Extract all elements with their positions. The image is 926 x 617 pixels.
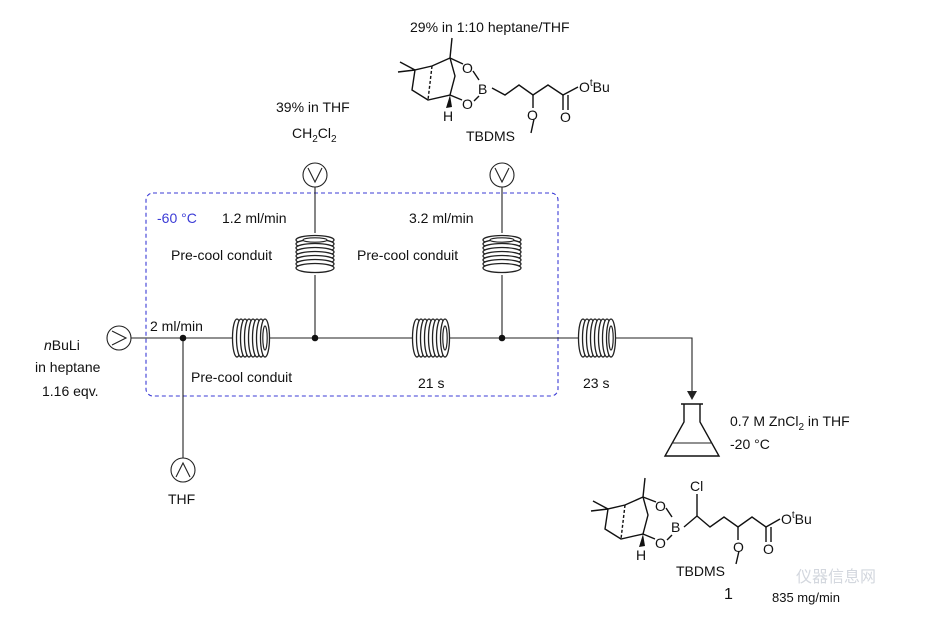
boronate-ester-structure: O O B H O O OtBu TBDMS (397, 37, 610, 144)
boronate-concentration: 29% in 1:10 heptane/THF (410, 19, 570, 35)
svg-text:TBDMS: TBDMS (466, 128, 515, 144)
svg-text:O: O (527, 107, 538, 123)
svg-text:O: O (655, 498, 666, 514)
svg-text:H: H (636, 547, 646, 563)
svg-text:O: O (560, 109, 571, 125)
nbuli-flow-rate: 2 ml/min (150, 318, 203, 334)
residence-coil-1 (411, 318, 451, 358)
product-structure: O O B H Cl O O OtBu TBDMS (590, 477, 812, 579)
ch2cl2-flow-rate: 1.2 ml/min (222, 210, 287, 226)
svg-text:1.16 eqv.: 1.16 eqv. (42, 383, 99, 399)
svg-text:B: B (478, 81, 487, 97)
ch2cl2-concentration: 39% in THF (276, 99, 350, 115)
svg-text:O: O (733, 539, 744, 555)
svg-text:O: O (462, 96, 473, 112)
residence-time-2: 23 s (583, 375, 609, 391)
boronate-flow-rate: 3.2 ml/min (409, 210, 474, 226)
precool-coil-2-label: Pre-cool conduit (171, 247, 272, 263)
ch2cl2-formula: CH2Cl2 (292, 125, 337, 145)
boronate-pump (489, 162, 515, 188)
thf-label: THF (168, 491, 195, 507)
precool-coil-1-label: Pre-cool conduit (191, 369, 292, 385)
product-number: 1 (724, 586, 733, 603)
residence-time-1: 21 s (418, 375, 444, 391)
cooling-zone-box (145, 192, 559, 397)
svg-text:OtBu: OtBu (781, 510, 812, 527)
mixing-junction-2 (311, 334, 319, 342)
precool-coil-1 (231, 318, 271, 358)
precool-coil-2 (295, 234, 335, 274)
svg-text:O: O (655, 535, 666, 551)
ch2cl2-pump (302, 162, 328, 188)
thf-pump (170, 457, 196, 483)
flow-arrowhead (687, 391, 697, 400)
svg-text:B: B (671, 519, 680, 535)
quench-reagent: 0.7 M ZnCl2 in THF (730, 413, 850, 433)
svg-text:H: H (443, 108, 453, 124)
svg-text:in heptane: in heptane (35, 359, 101, 375)
svg-text:O: O (763, 541, 774, 557)
svg-text:nBuLi: nBuLi (44, 337, 80, 353)
svg-text:TBDMS: TBDMS (676, 563, 725, 579)
cooling-zone-temperature: -60 °C (157, 210, 197, 226)
residence-coil-2 (577, 318, 617, 358)
quench-flask (663, 403, 721, 457)
mixing-junction-1 (179, 334, 187, 342)
svg-text:O: O (462, 60, 473, 76)
nbuli-label: nBuLi in heptane 1.16 eqv. (35, 337, 101, 399)
watermark-logo: 仪器信息网 (796, 567, 876, 586)
precool-coil-3 (482, 234, 522, 274)
quench-temperature: -20 °C (730, 436, 770, 452)
mixing-junction-3 (498, 334, 506, 342)
svg-text:Cl: Cl (690, 478, 703, 494)
precool-coil-3-label: Pre-cool conduit (357, 247, 458, 263)
svg-text:OtBu: OtBu (579, 78, 610, 95)
product-throughput: 835 mg/min (772, 590, 840, 605)
nbuli-pump (106, 325, 132, 351)
